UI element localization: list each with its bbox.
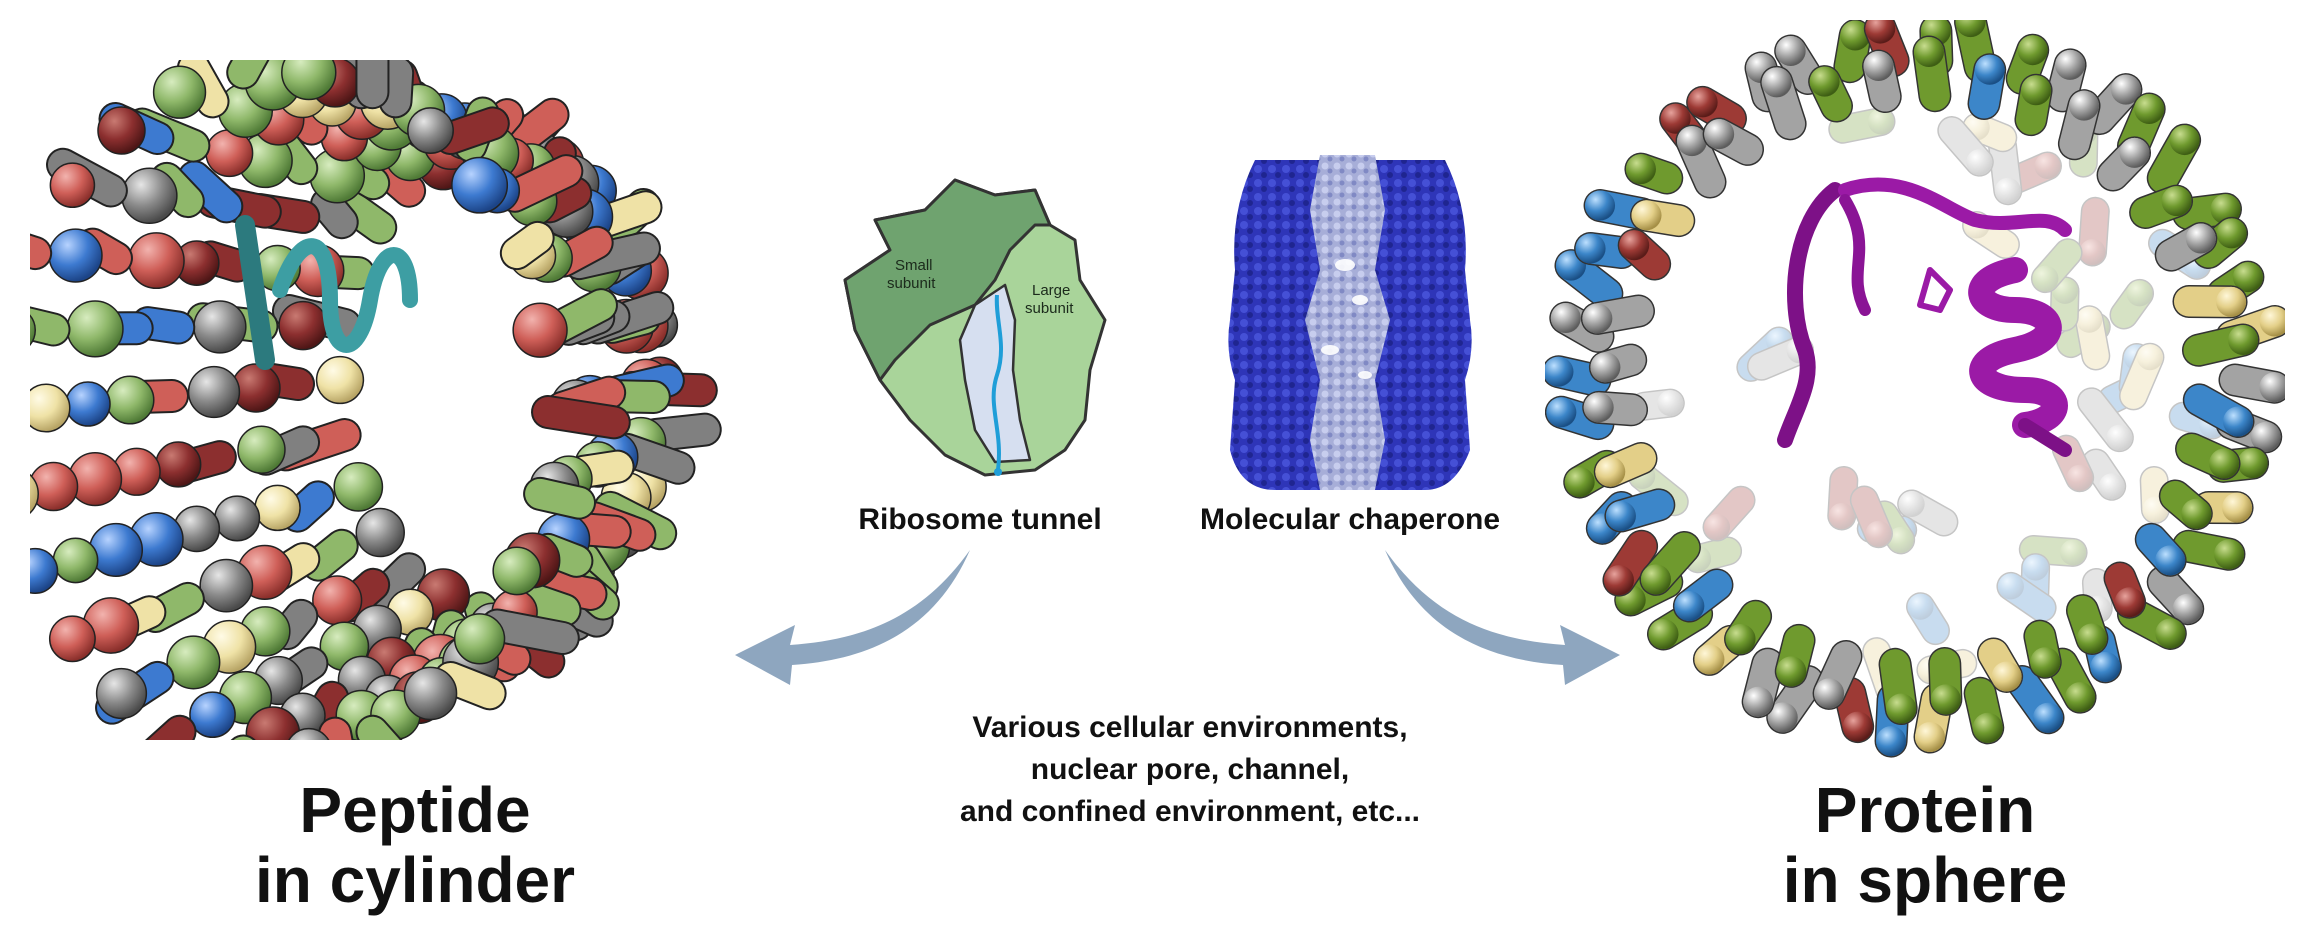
right-title: Protein in sphere	[1700, 775, 2150, 915]
arrow-right-icon	[1385, 550, 1620, 685]
left-title-line-1: Peptide	[299, 774, 531, 846]
left-title: Peptide in cylinder	[190, 775, 640, 915]
peptide-helix	[235, 215, 418, 370]
large-subunit-label: Large	[1032, 282, 1070, 299]
ribosome-caption: Ribosome tunnel	[858, 503, 1102, 536]
protein-sphere-illustration	[1545, 20, 2285, 758]
middle-line-1: Various cellular environments,	[972, 711, 1408, 744]
small-subunit-label-2: subunit	[887, 275, 936, 292]
left-title-line-2: in cylinder	[254, 844, 576, 916]
middle-line-3: and confined environment, etc...	[959, 795, 1421, 828]
right-title-line-1: Protein	[1814, 774, 2036, 846]
chaperone-caption: Molecular chaperone	[1199, 503, 1501, 536]
peptide-cylinder-illustration	[30, 60, 722, 740]
arrow-left-icon	[735, 550, 970, 685]
ribosome-tunnel-illustration: Small subunit Large subunit	[843, 178, 1107, 477]
small-subunit-label: Small	[895, 257, 933, 274]
large-subunit-label-2: subunit	[1025, 300, 1074, 317]
middle-line-2: nuclear pore, channel,	[1030, 753, 1350, 786]
middle-description: Various cellular environments, nuclear p…	[890, 707, 1490, 833]
molecular-chaperone-illustration	[1228, 155, 1472, 490]
protein-ribbon	[1777, 177, 2072, 457]
right-title-line-2: in sphere	[1782, 844, 2068, 916]
